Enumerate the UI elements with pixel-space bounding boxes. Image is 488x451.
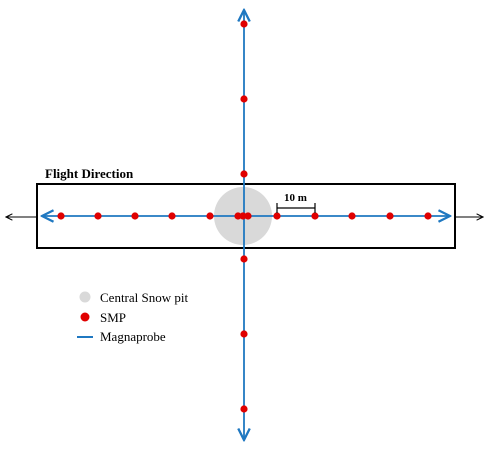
smp-point [240,330,248,338]
legend-label-magnaprobe: Magnaprobe [100,329,166,344]
flight-direction-label: Flight Direction [45,166,134,181]
scale-bar [276,203,316,213]
smp-point [240,95,248,103]
legend-label-smp: SMP [100,310,126,325]
smp-point [240,170,248,178]
smp-points-vertical [240,20,248,413]
smp-point [234,212,242,220]
smp-point [348,212,356,220]
smp-point [244,212,252,220]
smp-point [240,255,248,263]
legend-label-snow-pit: Central Snow pit [100,290,188,305]
smp-point [424,212,432,220]
scale-label: 10 m [284,192,307,204]
smp-point [57,212,65,220]
smp-points-horizontal [57,212,432,220]
smp-point [239,212,247,220]
smp-legend-symbol [80,312,90,322]
smp-point [311,212,319,220]
smp-point [131,212,139,220]
snow-pit-legend-symbol [79,291,91,303]
legend: Central Snow pit SMP Magnaprobe [77,290,188,344]
smp-point [206,212,214,220]
smp-point [168,212,176,220]
smp-point [386,212,394,220]
smp-point [240,405,248,413]
smp-point [240,20,248,28]
smp-point [273,212,281,220]
smp-point [94,212,102,220]
